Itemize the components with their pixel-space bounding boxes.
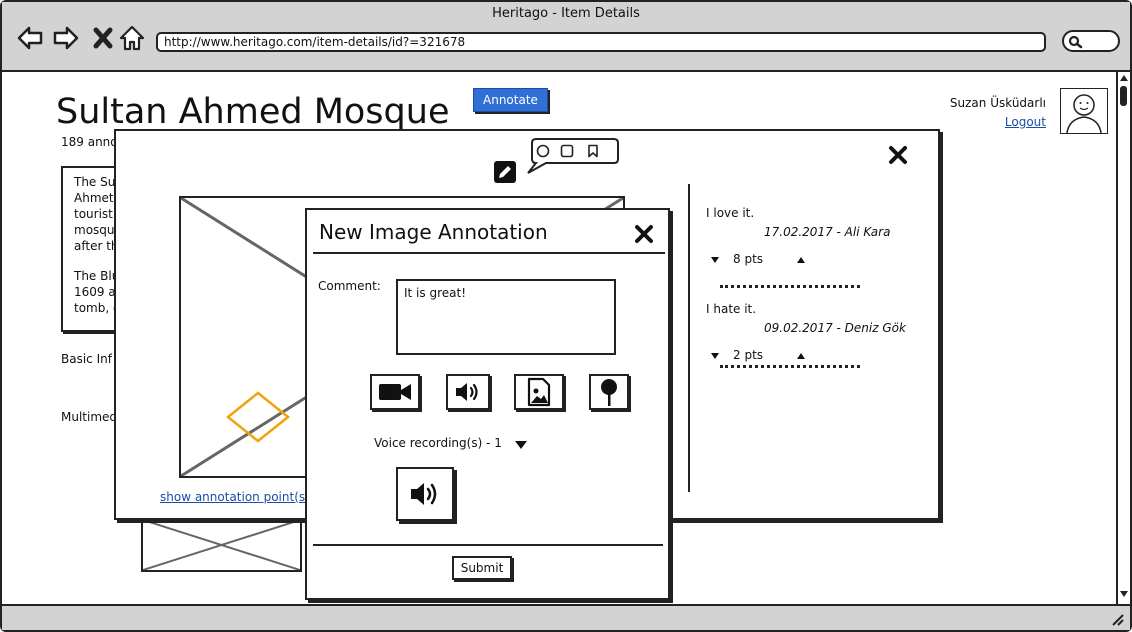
upvote-icon[interactable] <box>796 256 806 264</box>
annotation-separator <box>720 285 860 288</box>
forward-arrow-icon[interactable] <box>52 24 80 52</box>
speaker-icon <box>411 483 437 505</box>
annotation-count: 189 anno <box>61 135 118 149</box>
annotation-separator <box>720 365 860 368</box>
location-button[interactable] <box>589 374 629 410</box>
new-annotation-modal: New Image Annotation Comment: It is grea… <box>305 208 670 600</box>
scroll-up-icon[interactable] <box>1119 74 1129 82</box>
description-spacer <box>74 254 119 268</box>
stop-icon[interactable] <box>90 24 118 52</box>
downvote-icon[interactable] <box>710 256 720 264</box>
description-line: Ahmet <box>74 191 114 205</box>
audio-button[interactable] <box>446 374 490 410</box>
upvote-icon[interactable] <box>796 352 806 360</box>
search-icon <box>1068 35 1083 49</box>
comment-input[interactable]: It is great! <box>396 279 616 355</box>
close-viewer-button[interactable] <box>888 145 908 170</box>
description-line: The Blu <box>74 269 120 283</box>
description-box: The Su Ahmet tourist mosqu after th The … <box>61 166 121 332</box>
modal-divider <box>313 252 665 254</box>
logout-link[interactable]: Logout <box>1004 115 1046 129</box>
annotation-points: 2 pts <box>733 348 764 362</box>
home-icon[interactable] <box>118 24 146 52</box>
annotation-points: 8 pts <box>733 252 764 266</box>
modal-footer-divider <box>313 544 663 546</box>
page-title: Sultan Ahmed Mosque <box>56 92 450 132</box>
close-modal-button[interactable] <box>634 224 654 248</box>
submit-button[interactable]: Submit <box>452 556 512 580</box>
description-line: after th <box>74 239 119 253</box>
comment-label: Comment: <box>318 279 381 293</box>
back-arrow-icon[interactable] <box>16 24 44 52</box>
close-icon <box>889 146 907 164</box>
address-bar[interactable]: http://www.heritago.com/item-details/id?… <box>156 32 1046 52</box>
scroll-down-icon[interactable] <box>1119 590 1129 598</box>
annotation-text: I love it. <box>706 206 755 220</box>
modal-title: New Image Annotation <box>319 220 548 244</box>
basic-info-heading[interactable]: Basic Inf <box>61 352 112 366</box>
media-thumbnail[interactable] <box>141 518 302 572</box>
circle-tool-icon[interactable] <box>536 144 550 158</box>
status-bar <box>2 604 1130 630</box>
image-placeholder-icon <box>142 519 301 571</box>
user-avatar-icon <box>1066 94 1102 134</box>
pencil-icon[interactable] <box>494 161 516 183</box>
play-recording-button[interactable] <box>396 467 454 521</box>
voice-recordings-label: Voice recording(s) - 1 <box>374 436 502 450</box>
annotation-meta: 09.02.2017 - Deniz Gök <box>764 321 906 335</box>
chevron-down-icon[interactable] <box>514 440 528 450</box>
show-annotation-points-link[interactable]: show annotation point(s) <box>160 490 310 504</box>
video-button[interactable] <box>370 374 420 410</box>
description-line: The Su <box>74 175 116 189</box>
annotate-button[interactable]: Annotate <box>473 88 548 112</box>
speaker-icon <box>456 383 478 401</box>
close-icon <box>635 225 653 243</box>
downvote-icon[interactable] <box>710 352 720 360</box>
vertical-scrollbar[interactable] <box>1116 72 1130 604</box>
description-line: 1609 a <box>74 285 116 299</box>
map-pin-icon <box>601 379 617 406</box>
description-line: tomb, c <box>74 301 120 315</box>
avatar[interactable] <box>1060 88 1108 134</box>
resize-grip-icon[interactable] <box>1110 612 1124 626</box>
description-line: tourist <box>74 207 113 221</box>
scroll-thumb[interactable] <box>1120 86 1127 106</box>
rectangle-tool-icon[interactable] <box>560 144 574 158</box>
user-name: Suzan Üsküdarlı <box>949 96 1046 110</box>
multimedia-heading[interactable]: Multimed <box>61 410 118 424</box>
annotation-meta: 17.02.2017 - Ali Kara <box>764 225 891 239</box>
bookmark-tool-icon[interactable] <box>586 144 600 158</box>
search-field[interactable] <box>1062 30 1120 52</box>
annotation-text: I hate it. <box>706 302 757 316</box>
video-camera-icon <box>379 384 411 400</box>
viewer-divider <box>688 184 690 492</box>
annotation-point-marker[interactable] <box>226 391 290 443</box>
window-title: Heritago - Item Details <box>492 6 640 21</box>
description-line: mosqu <box>74 223 115 237</box>
image-file-icon <box>527 377 551 407</box>
browser-toolbar: Heritago - Item Details http://www.herit… <box>2 2 1130 72</box>
image-button[interactable] <box>514 374 564 410</box>
